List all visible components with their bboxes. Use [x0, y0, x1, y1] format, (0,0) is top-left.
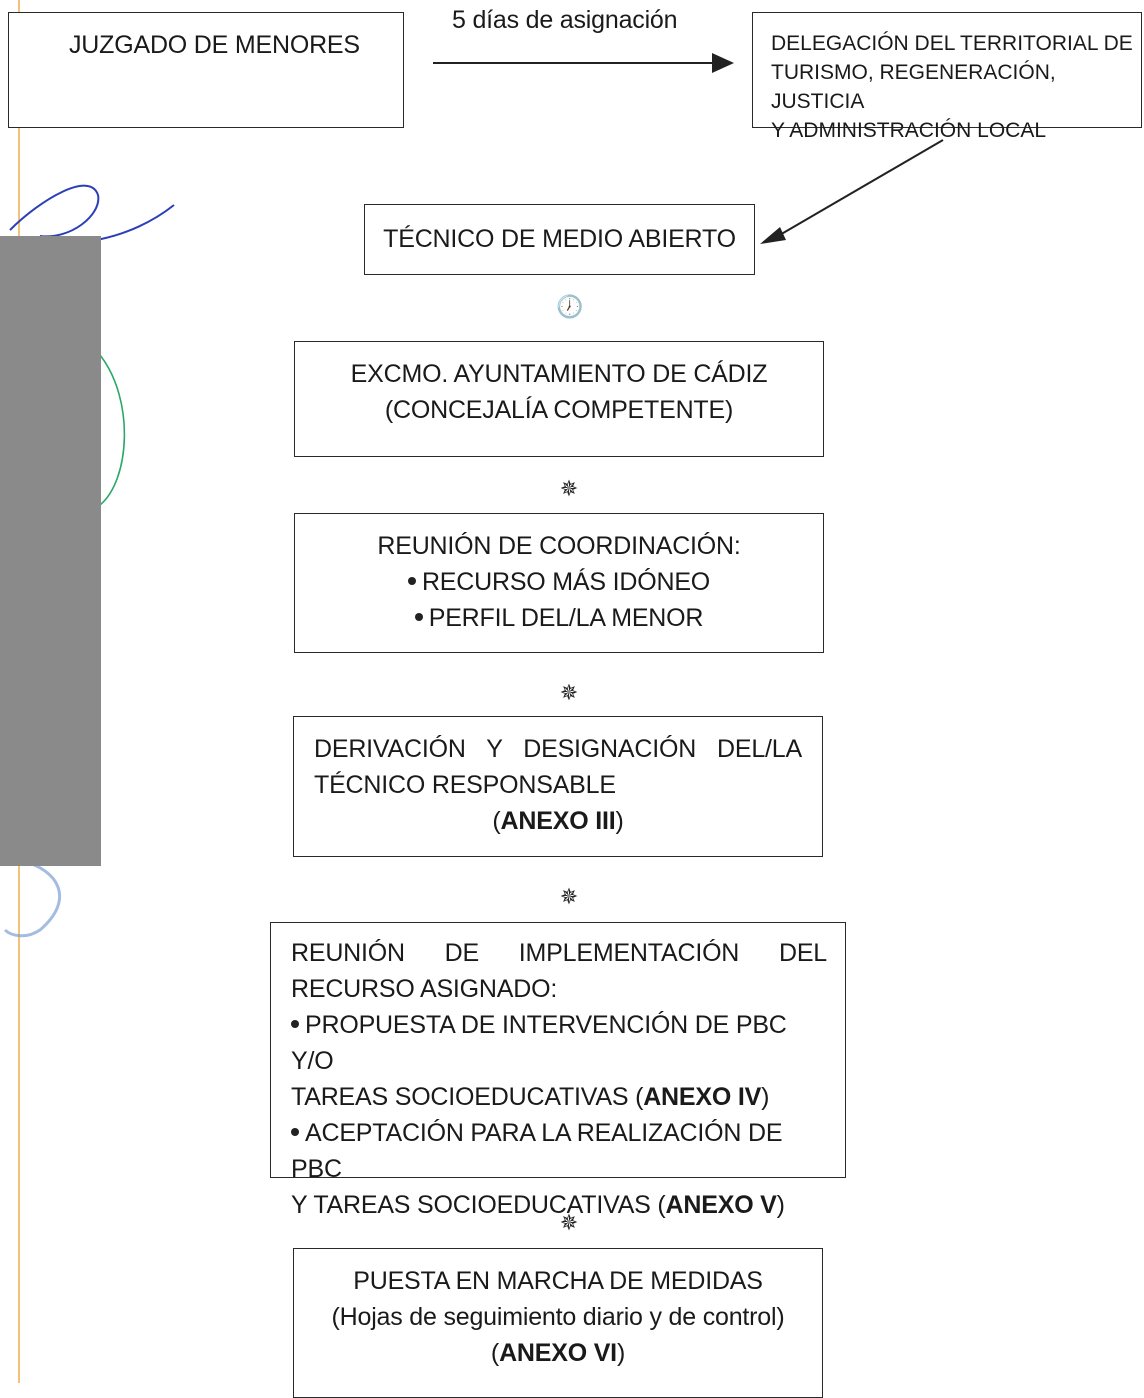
- derivation-annex: (ANEXO III): [492, 807, 624, 835]
- coordination-item: PERFIL DEL/LA MENOR: [295, 600, 823, 636]
- coordination-item-text: PERFIL DEL/LA MENOR: [428, 604, 704, 632]
- derivation-line-1: DERIVACIÓN Y DESIGNACIÓN DEL/LA: [314, 735, 802, 763]
- council-line-1: EXCMO. AYUNTAMIENTO DE CÁDIZ: [350, 360, 768, 388]
- arrow-delegation-to-technician: [760, 139, 944, 244]
- star-connector-icon: ✵: [559, 1210, 579, 1235]
- implementation-item-1-text: PROPUESTA DE INTERVENCIÓN DE PBC Y/O: [291, 1011, 787, 1075]
- implementation-item-1-cont: TAREAS SOCIOEDUCATIVAS (ANEXO IV): [291, 1083, 770, 1111]
- implementation-item-2-cont: Y TAREAS SOCIOEDUCATIVAS (ANEXO V): [291, 1191, 785, 1219]
- annex-label: ANEXO IV: [643, 1083, 762, 1111]
- annex-label: ANEXO V: [665, 1191, 777, 1219]
- annex-label: ANEXO VI: [499, 1339, 617, 1367]
- delegation-line-3: Y ADMINISTRACIÓN LOCAL: [771, 119, 1047, 142]
- star-connector-icon: ✵: [559, 680, 579, 705]
- coordination-item-text: RECURSO MÁS IDÓNEO: [421, 568, 711, 596]
- clock-connector-icon: 🕖: [556, 294, 584, 319]
- coordination-item: RECURSO MÁS IDÓNEO: [295, 564, 823, 600]
- arrow-court-to-delegation: [433, 53, 734, 73]
- star-connector-icon: ✵: [559, 884, 579, 909]
- launch-line-2: (Hojas de seguimiento diario y de contro…: [331, 1303, 785, 1331]
- delegation-line-1: DELEGACIÓN DEL TERRITORIAL DE: [771, 32, 1133, 55]
- council-line-2: (CONCEJALÍA COMPETENTE): [384, 396, 734, 424]
- court-label: JUZGADO DE MENORES: [69, 31, 360, 59]
- council-box: EXCMO. AYUNTAMIENTO DE CÁDIZ (CONCEJALÍA…: [294, 341, 824, 457]
- launch-line-1: PUESTA EN MARCHA DE MEDIDAS: [353, 1267, 763, 1295]
- stamp-arc: [3, 858, 62, 938]
- implementation-item-2: ACEPTACIÓN PARA LA REALIZACIÓN DE PBC: [291, 1115, 827, 1187]
- annex-label: ANEXO III: [500, 807, 616, 835]
- implementation-item-2-text: ACEPTACIÓN PARA LA REALIZACIÓN DE PBC: [291, 1119, 783, 1183]
- implementation-item-2-text-2: Y TAREAS SOCIOEDUCATIVAS: [291, 1191, 651, 1219]
- coordination-box: REUNIÓN DE COORDINACIÓN: RECURSO MÁS IDÓ…: [294, 513, 824, 653]
- arrow-label: 5 días de asignación: [452, 6, 678, 34]
- coordination-title: REUNIÓN DE COORDINACIÓN:: [377, 532, 741, 560]
- seal-arc: [99, 354, 126, 506]
- derivation-line-2: TÉCNICO RESPONSABLE: [314, 771, 616, 799]
- implementation-box: REUNIÓN DE IMPLEMENTACIÓN DEL RECURSO AS…: [270, 922, 846, 1219]
- delegation-box: DELEGACIÓN DEL TERRITORIAL DE TURISMO, R…: [752, 12, 1142, 142]
- technician-label: TÉCNICO DE MEDIO ABIERTO: [383, 225, 736, 253]
- implementation-line-2: RECURSO ASIGNADO:: [291, 975, 558, 1003]
- implementation-line-1: REUNIÓN DE IMPLEMENTACIÓN DEL: [291, 939, 827, 967]
- launch-box: PUESTA EN MARCHA DE MEDIDAS (Hojas de se…: [293, 1248, 823, 1398]
- implementation-item-1-text-2: TAREAS SOCIOEDUCATIVAS: [291, 1083, 629, 1111]
- signature-stroke: [9, 184, 175, 244]
- delegation-line-2: TURISMO, REGENERACIÓN, JUSTICIA: [771, 61, 1056, 113]
- technician-box: TÉCNICO DE MEDIO ABIERTO: [364, 204, 755, 275]
- derivation-box: DERIVACIÓN Y DESIGNACIÓN DEL/LA TÉCNICO …: [293, 716, 823, 857]
- redacted-block: [0, 236, 101, 866]
- star-connector-icon: ✵: [559, 476, 579, 501]
- launch-annex: (ANEXO VI): [490, 1339, 626, 1367]
- court-box: JUZGADO DE MENORES: [8, 12, 404, 128]
- implementation-item-1: PROPUESTA DE INTERVENCIÓN DE PBC Y/O: [291, 1007, 827, 1079]
